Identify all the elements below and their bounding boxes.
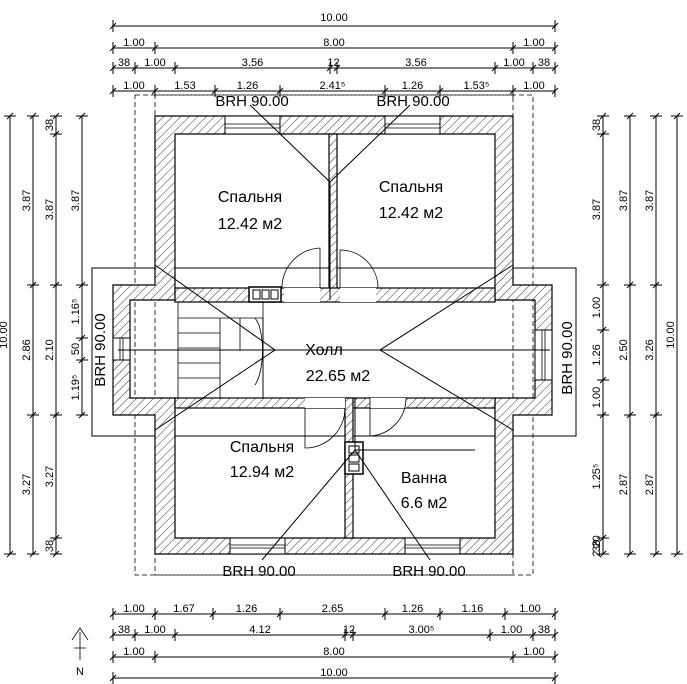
doors — [281, 247, 407, 449]
dim-right-col3-0: 3.87 — [644, 190, 656, 211]
dim-top-row2-2: 1.00 — [523, 37, 544, 49]
dim-right-col1-4: 1.00 — [591, 387, 603, 408]
dim-bottom-row1-0: 1.00 — [123, 603, 144, 615]
dim-right-col1-2: 1.00 — [591, 297, 603, 318]
dim-bottom-row3-0: 1.00 — [123, 646, 144, 658]
window-label-top-right: BRH 90.00 — [376, 93, 449, 110]
dim-bottom-row1-1: 1.67 — [173, 603, 194, 615]
dim-bottom-row1-6: 1.00 — [519, 603, 540, 615]
dim-top-row3-4: 3.56 — [405, 57, 426, 69]
dim-bottom-row2-2: 4.12 — [249, 624, 270, 636]
room-area-bedroom-top-right: 12.42 м2 — [379, 205, 443, 222]
dim-top-row4-1: 1.53 — [174, 80, 195, 92]
dimension-lines-top: 10.00 1.00 8.00 1.00 38 1.00 3.56 12 3.56 1.00 38 1… — [109, 12, 559, 97]
dim-top-row4-5: 1.53⁵ — [464, 80, 490, 92]
window-label-top-left: BRH 90.00 — [215, 93, 288, 110]
dim-bottom-row2-6: 38 — [538, 624, 550, 636]
dim-right-col1-1: 3.87 — [591, 199, 603, 220]
dim-bottom-row1-5: 1.16 — [462, 603, 483, 615]
dim-top-row3-3: 12 — [327, 57, 339, 69]
room-name-bedroom-bottom-left: Спальня — [230, 439, 294, 456]
room-name-bedroom-top-right: Спальня — [379, 179, 443, 196]
dim-left-col4-2: 50 — [70, 343, 82, 355]
dim-right-col1-5: 1.25⁵ — [591, 464, 603, 490]
window-label-bottom-left: BRH 90.00 — [222, 563, 295, 580]
dim-top-row4-2: 1.26 — [237, 80, 258, 92]
room-name-bath: Ванна — [401, 470, 447, 487]
dim-right-col2-1: 2.50 — [618, 339, 630, 360]
room-area-hall: 22.65 м2 — [306, 368, 370, 385]
room-name-bedroom-top-left: Спальня — [218, 189, 282, 206]
dim-left-col3-0: 38 — [44, 119, 56, 131]
dim-left-col3-4: 38 — [44, 540, 56, 552]
dim-left-col3-3: 3.27 — [44, 466, 56, 487]
dim-top-row4-4: 1.26 — [402, 80, 423, 92]
dim-bottom-row1-2: 1.26 — [236, 603, 257, 615]
dim-right-col4-0: 10.00 — [665, 321, 677, 349]
dim-left-col2-1: 2.86 — [21, 339, 33, 360]
dim-right-col3-2: 2.87 — [644, 474, 656, 495]
window-label-bottom-right: BRH 90.00 — [392, 563, 465, 580]
dim-top-row3-5: 1.00 — [503, 57, 524, 69]
dim-bottom-row4-0: 10.00 — [320, 667, 348, 679]
window-label-right: BRH 90.00 — [559, 321, 576, 394]
dim-top-row3-6: 38 — [538, 57, 550, 69]
dim-bottom-row2-1: 1.00 — [144, 624, 165, 636]
dim-top-row3-0: 38 — [118, 57, 130, 69]
dim-left-col4-1: 1.16⁵ — [70, 299, 82, 325]
dim-left-col4-0: 3.87 — [70, 190, 82, 211]
dim-left-col2-0: 3.87 — [21, 190, 33, 211]
dim-top-row4-6: 1.00 — [523, 80, 544, 92]
dim-right-col1-0: 38 — [591, 119, 603, 131]
dim-bottom-row1-3: 2.65 — [322, 603, 343, 615]
dim-left-col3-1: 3.87 — [44, 199, 56, 220]
dim-top-row1-0: 10.00 — [320, 12, 348, 24]
dim-bottom-row2-3: 12 — [343, 624, 355, 636]
dim-right-col1-3: 1.26 — [591, 344, 603, 365]
walls — [112, 115, 553, 555]
dim-left-col1-0: 10.00 — [0, 321, 10, 349]
dim-right-col2-0: 3.87 — [618, 190, 630, 211]
room-area-bedroom-bottom-left: 12.94 м2 — [230, 464, 294, 481]
dimension-lines-bottom: 1.00 1.67 1.26 2.65 1.26 1.16 1.00 38 1.00 4.12 12… — [109, 603, 559, 684]
north-label: N — [76, 666, 84, 678]
north-arrow: N — [71, 627, 89, 678]
dim-bottom-row3-1: 8.00 — [323, 646, 344, 658]
dim-bottom-row3-2: 1.00 — [523, 646, 544, 658]
dim-right-col1-7: 38 — [591, 540, 603, 552]
dim-bottom-row2-0: 38 — [118, 624, 130, 636]
dim-right-col3-1: 3.26 — [644, 339, 656, 360]
windows — [112, 115, 553, 555]
room-name-hall: Холл — [305, 342, 343, 359]
dim-top-row2-1: 8.00 — [323, 37, 344, 49]
window-labels: BRH 90.00 BRH 90.00 BRH 90.00 BRH 90.00 … — [92, 93, 576, 580]
dim-top-row4-3: 2.41⁵ — [320, 80, 346, 92]
dim-right-col2-2: 2.87 — [618, 474, 630, 495]
dim-left-col4-3: 1.19⁵ — [70, 375, 82, 401]
room-area-bedroom-top-left: 12.42 м2 — [218, 216, 282, 233]
roof-lines — [118, 104, 550, 561]
dim-left-col3-2: 2.10 — [44, 339, 56, 360]
dim-right-col1-6: 2.20 — [591, 535, 603, 556]
dim-top-row2-0: 1.00 — [123, 37, 144, 49]
dim-left-col2-2: 3.27 — [21, 474, 33, 495]
dim-top-row3-2: 3.56 — [242, 57, 263, 69]
room-labels: Спальня 12.42 м2 Спальня 12.42 м2 Холл 2… — [218, 179, 448, 512]
dim-bottom-row2-5: 1.00 — [501, 624, 522, 636]
dim-bottom-row1-4: 1.26 — [402, 603, 423, 615]
room-area-bath: 6.6 м2 — [401, 495, 448, 512]
window-label-left: BRH 90.00 — [92, 313, 109, 386]
dim-bottom-row2-4: 3.00⁵ — [409, 624, 435, 636]
dimension-lines-right: 38 3.87 1.00 1.26 1.00 1.25⁵ 2.20 3.87 2.50 2.87 3… — [591, 112, 683, 558]
dim-top-row4-0: 1.00 — [123, 80, 144, 92]
dimension-lines-left: 10.00 3.87 2.86 3.27 38 3.87 2.10 3.27 38 3.87 1.1… — [0, 112, 88, 558]
dim-top-row3-1: 1.00 — [144, 57, 165, 69]
